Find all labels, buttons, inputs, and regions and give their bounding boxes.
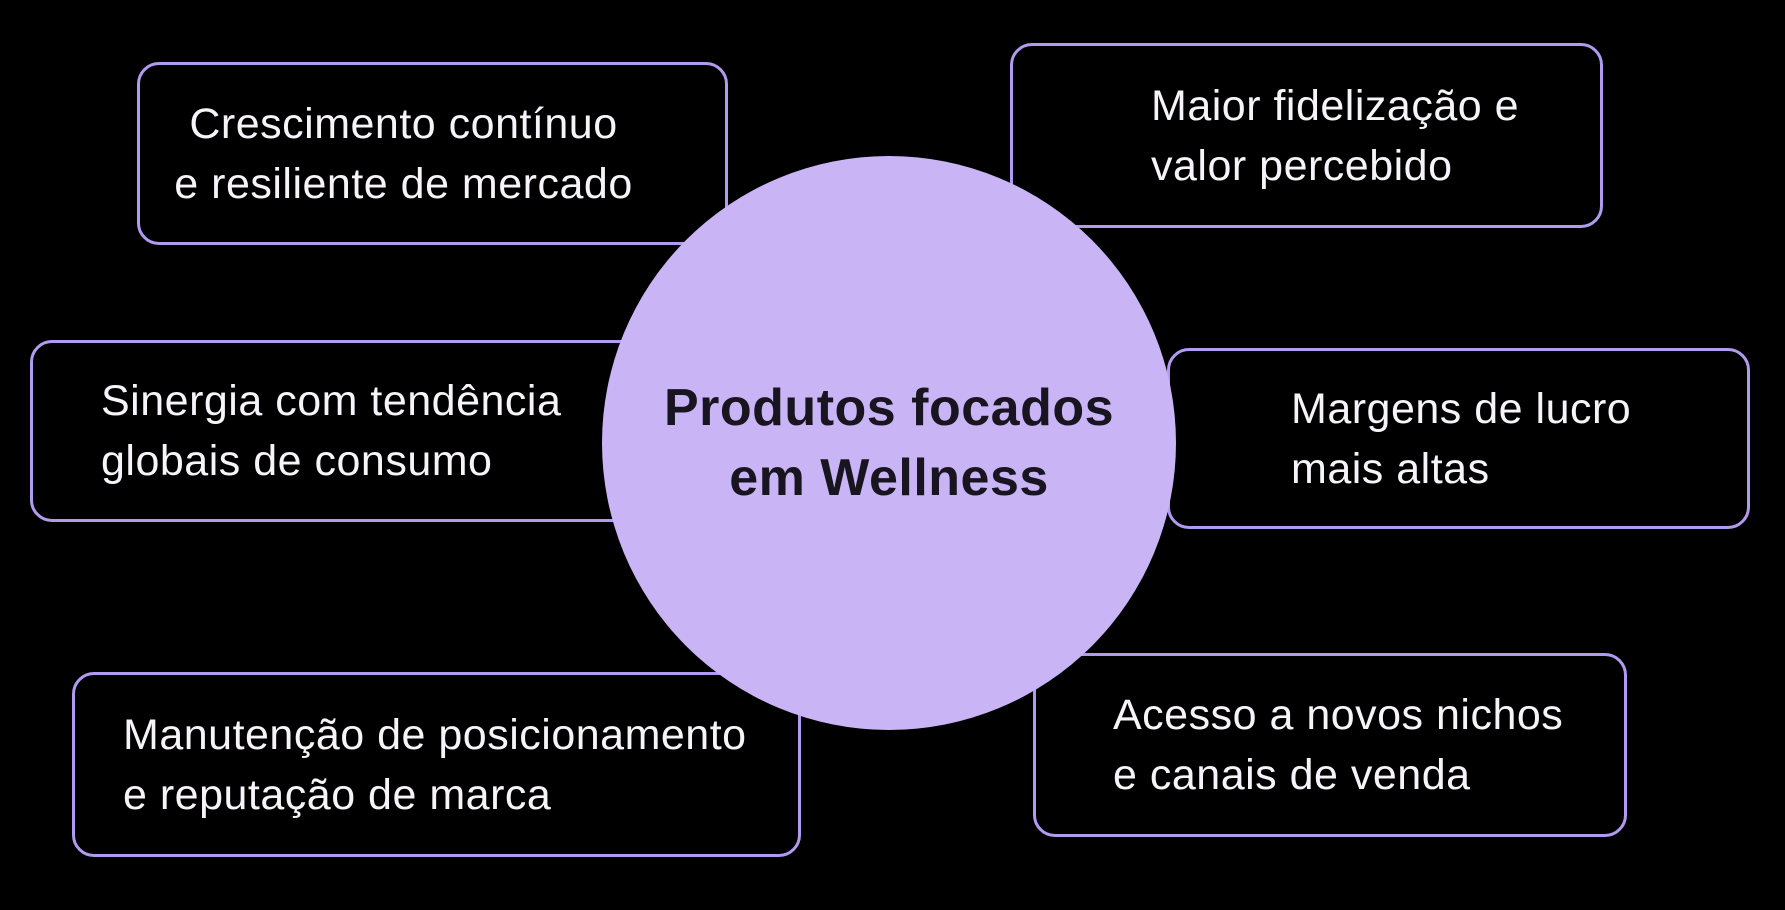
benefit-line: Maior fidelização e xyxy=(1151,81,1520,130)
benefit-box-new-niches: Acesso a novos nichos e canais de venda xyxy=(1033,653,1627,837)
benefit-box-global-trends: Sinergia com tendência globais de consum… xyxy=(30,340,645,522)
benefit-line: Sinergia com tendência xyxy=(101,377,562,425)
benefit-line: e resiliente de mercado xyxy=(174,159,633,208)
benefit-line: e reputação de marca xyxy=(123,770,552,819)
benefit-box-loyalty-value: Maior fidelização e valor percebido xyxy=(1010,43,1603,228)
benefit-line: mais altas xyxy=(1291,444,1490,493)
benefit-box-market-growth: Crescimento contínuo e resiliente de mer… xyxy=(137,62,728,245)
central-topic-line: em Wellness xyxy=(729,449,1049,507)
benefit-line: e canais de venda xyxy=(1113,751,1471,799)
benefit-line: Acesso a novos nichos xyxy=(1113,691,1564,739)
central-topic-line: Produtos focados xyxy=(663,379,1115,437)
benefit-box-profit-margins: Margens de lucro mais altas xyxy=(1167,348,1750,529)
benefit-box-brand-reputation: Manutenção de posicionamento e reputação… xyxy=(72,672,801,857)
benefit-line: Manutenção de posicionamento xyxy=(123,710,747,759)
benefit-line: Crescimento contínuo xyxy=(189,99,618,148)
benefit-line: globais de consumo xyxy=(101,437,493,485)
benefit-line: Margens de lucro xyxy=(1291,384,1632,433)
benefit-line: valor percebido xyxy=(1151,141,1453,190)
central-topic-circle: Produtos focados em Wellness xyxy=(602,156,1176,730)
